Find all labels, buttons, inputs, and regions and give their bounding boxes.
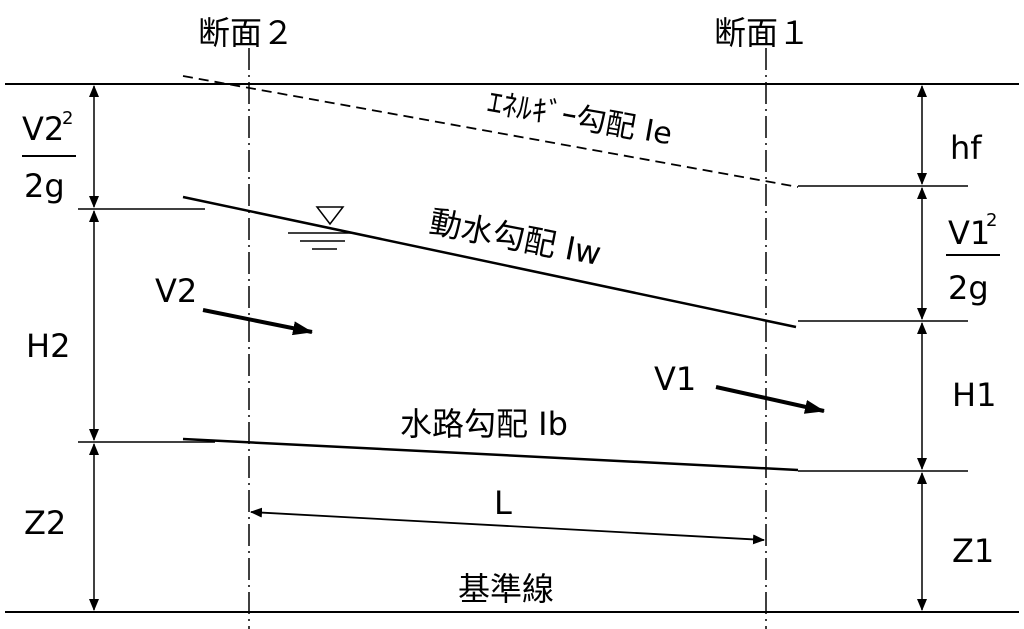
velocity-head-1-numerator: V1 (948, 214, 990, 252)
water-surface-symbol (288, 206, 353, 250)
energy-gradient-label: ｴﾈﾙｷﾞｰ勾配 Ie (485, 85, 675, 152)
elevation-2-label: Z2 (24, 504, 66, 542)
velocity-head-2-numerator: V2 (22, 110, 64, 148)
length-dimension-arrow (250, 507, 765, 545)
section-2-label: 断面２ (198, 14, 294, 52)
velocity-head-1-denominator: 2g (948, 269, 989, 307)
length-label: L (494, 484, 512, 522)
velocity-2-label: V2 (155, 272, 197, 310)
depth-2-label: H2 (26, 327, 70, 365)
section-1-label: 断面１ (714, 14, 810, 52)
elevation-1-label: Z1 (952, 532, 994, 570)
velocity-head-1-fraction: V1 2 2g (946, 210, 1000, 307)
velocity-head-2-fraction: V2 2 2g (22, 108, 76, 205)
head-loss-label: hf (950, 129, 982, 167)
depth-1-label: H1 (952, 376, 996, 414)
velocity-1-label: V1 (654, 360, 696, 398)
velocity-1-arrow (715, 385, 825, 414)
channel-bed-line (182, 437, 799, 472)
velocity-2-arrow (202, 308, 313, 336)
hydraulic-gradient-label: 動水勾配 Iw (426, 203, 604, 273)
velocity-head-2-exponent: 2 (62, 108, 73, 129)
energy-gradient-line (182, 75, 799, 188)
hydraulic-gradient-line (182, 195, 797, 329)
velocity-head-1-exponent: 2 (986, 210, 997, 231)
datum-label: 基準線 (458, 570, 554, 608)
velocity-head-2-denominator: 2g (24, 167, 65, 205)
channel-gradient-label: 水路勾配 Ib (400, 405, 568, 443)
